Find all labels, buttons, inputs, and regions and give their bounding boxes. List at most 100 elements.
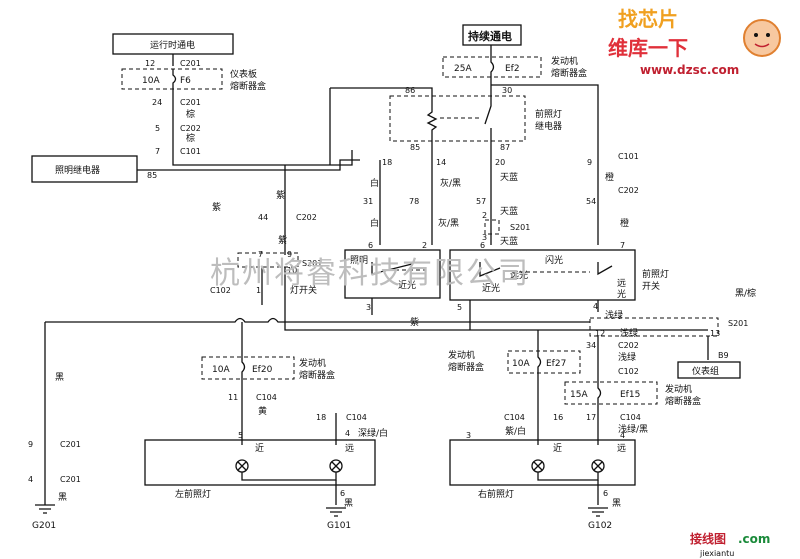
right-headlamp-box bbox=[449, 439, 636, 486]
logo-url: www.dzsc.com bbox=[640, 63, 739, 77]
conn-c104-c: C104 bbox=[504, 413, 525, 422]
conn-c201-top: C201 bbox=[180, 59, 201, 68]
left-headlamp-box bbox=[144, 439, 376, 486]
fuse-ef27-boxname: 发动机 bbox=[448, 349, 475, 361]
switch-low2-label: 近光 bbox=[482, 282, 500, 294]
cluster-label: 仪表组 bbox=[692, 365, 719, 377]
conn-c202-a: C202 bbox=[180, 124, 201, 133]
fuse-f6-box bbox=[121, 68, 223, 90]
conn-c202-b: C202 bbox=[618, 186, 639, 195]
pin-57: 57 bbox=[476, 197, 486, 206]
conn-c201-b: C201 bbox=[180, 98, 201, 107]
left-headlamp-label: 左前照灯 bbox=[175, 488, 211, 500]
fuse-f6-boxname2: 熔断器盒 bbox=[230, 80, 266, 92]
pin-5-a: 5 bbox=[155, 124, 160, 133]
wire-brown-2: 棕 bbox=[186, 132, 195, 144]
conn-c102-a: C102 bbox=[210, 286, 231, 295]
conn-c101-b: C101 bbox=[618, 152, 639, 161]
pin-4-a: 4 bbox=[593, 302, 598, 311]
always-power-label: 持续通电 bbox=[468, 29, 512, 43]
light-switch-box bbox=[237, 252, 299, 268]
wire-yellow: 黄 bbox=[258, 405, 267, 417]
fuse-ef27-id: Ef27 bbox=[546, 359, 566, 369]
pin-16: 16 bbox=[553, 413, 563, 422]
wire-black-3: 黑 bbox=[344, 498, 353, 509]
fuse-ef15-boxname2: 熔断器盒 bbox=[665, 395, 701, 407]
headlamp-relay-label-2: 继电器 bbox=[535, 120, 562, 132]
always-power-box bbox=[462, 24, 522, 46]
pin-24: 24 bbox=[152, 98, 162, 107]
pin-78: 78 bbox=[409, 197, 419, 206]
wire-dkgreenwhite: 深绿/白 bbox=[358, 427, 388, 439]
pin-85-lighting: 85 bbox=[147, 171, 157, 180]
lighting-relay-label: 照明继电器 bbox=[55, 164, 100, 176]
logo-line1: 找芯片 bbox=[618, 7, 678, 31]
pin-3-b: 3 bbox=[366, 303, 371, 312]
fuse-ef2-box bbox=[442, 56, 542, 78]
ground-g201: G201 bbox=[32, 521, 56, 531]
pin-6-b: 6 bbox=[480, 241, 485, 250]
left-lamp-high-label: 远 bbox=[345, 443, 354, 454]
pin-54: 54 bbox=[586, 197, 596, 206]
headlamp-switch-label-1: 前照灯 bbox=[642, 268, 669, 280]
pin-2-a: 2 bbox=[422, 241, 427, 250]
headlamp-switch-label-2: 开关 bbox=[642, 280, 660, 292]
pin-18-b: 18 bbox=[316, 413, 326, 422]
jiexiantu-logo[interactable]: 接线图 .com jiexiantu bbox=[690, 531, 770, 558]
pin-14: 14 bbox=[436, 158, 446, 167]
watermark-text: 杭州将睿科技有限公司 bbox=[210, 256, 530, 291]
pin-6-gl: 6 bbox=[340, 489, 345, 498]
ground-g101: G101 bbox=[327, 521, 351, 531]
pin-11: 11 bbox=[228, 393, 238, 402]
wire-purple-4: 紫 bbox=[410, 317, 419, 328]
pin-6-a: 6 bbox=[368, 241, 373, 250]
wire-skyblue-2: 天蓝 bbox=[500, 205, 518, 217]
fuse-ef27-amp: 10A bbox=[512, 359, 530, 369]
wire-purple-1: 紫 bbox=[212, 202, 221, 213]
fuse-ef20-boxname: 发动机 bbox=[299, 357, 326, 369]
lighting-relay-box bbox=[31, 155, 138, 183]
conn-c104-a: C104 bbox=[256, 393, 277, 402]
pin-12-b: 12 bbox=[595, 329, 605, 338]
fuse-ef27-box bbox=[507, 350, 581, 374]
wire-brown-1: 棕 bbox=[186, 108, 195, 120]
pin-87: 87 bbox=[500, 143, 510, 152]
wire-grayblack-1: 灰/黑 bbox=[440, 177, 461, 189]
conn-c101-a: C101 bbox=[180, 147, 201, 156]
fuse-ef2-boxname2: 熔断器盒 bbox=[551, 67, 587, 79]
left-lamp-low-label: 近 bbox=[255, 442, 264, 454]
ground-g102: G102 bbox=[588, 521, 612, 531]
pin-9-c101: 9 bbox=[587, 158, 592, 167]
pin-10: 10 bbox=[287, 266, 297, 275]
wire-black-1: 黑 bbox=[55, 372, 64, 383]
footer-logo-cn: 接线图 bbox=[690, 531, 726, 546]
switch-block-right bbox=[449, 249, 636, 301]
fuse-ef15-amp: 15A bbox=[570, 390, 588, 400]
wire-purplewhite: 紫/白 bbox=[505, 425, 526, 437]
conn-c202-d: C202 bbox=[618, 341, 639, 350]
wire-grayblack-2: 灰/黑 bbox=[438, 217, 459, 229]
pin-1: 1 bbox=[256, 286, 261, 295]
pin-2-s201: 2 bbox=[482, 211, 487, 220]
mascot-icon bbox=[743, 19, 781, 57]
s201-lower-box bbox=[589, 317, 719, 337]
pin-5-lamp-l: 5 bbox=[238, 431, 243, 440]
pin-85: 85 bbox=[410, 143, 420, 152]
right-lamp-high-label: 远 bbox=[617, 443, 626, 454]
footer-logo-url: jiexiantu bbox=[699, 549, 734, 558]
fuse-ef15-box bbox=[564, 381, 658, 405]
ground-bus bbox=[45, 317, 590, 323]
dzsc-logo[interactable]: 找芯片 维库一下 www.dzsc.com bbox=[608, 7, 781, 77]
pin-3-s201: 3 bbox=[482, 233, 487, 242]
pin-20: 20 bbox=[495, 158, 505, 167]
switch-block-left bbox=[344, 249, 441, 299]
relay-coil bbox=[426, 106, 438, 147]
switch-flash-label: 闪光 bbox=[545, 254, 563, 266]
pin-13: 13 bbox=[710, 329, 720, 338]
fuse-ef20-amp: 10A bbox=[212, 365, 230, 375]
relay-contact bbox=[484, 88, 492, 147]
wire-black-4: 黑 bbox=[612, 498, 621, 509]
pin-6-gr: 6 bbox=[603, 489, 608, 498]
wire-white-2: 白 bbox=[370, 217, 379, 229]
wire-ltgreenblack: 浅绿/黑 bbox=[618, 423, 648, 435]
